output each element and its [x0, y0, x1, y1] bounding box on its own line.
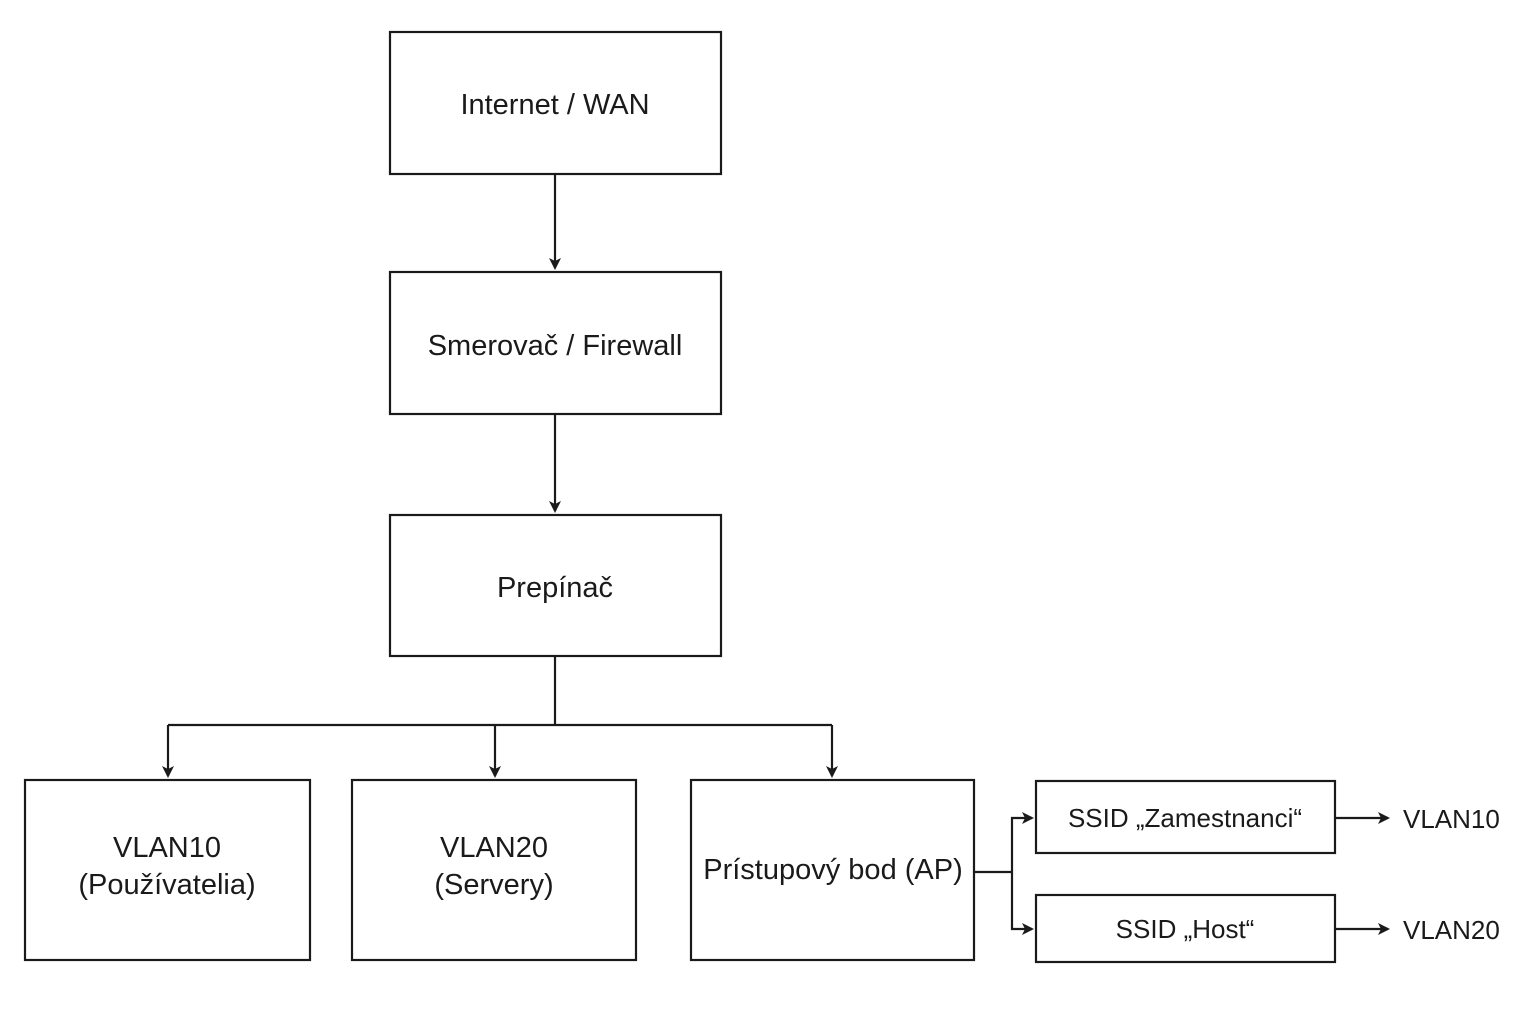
target-staff-vlan-label: VLAN10 — [1403, 804, 1500, 834]
node-router: Smerovač / Firewall — [388, 270, 723, 416]
node-vlan10: VLAN10 (Používatelia) — [23, 778, 312, 962]
edge-ap-to-ssid-guest — [1010, 872, 1034, 935]
edges — [162, 174, 1390, 935]
node-router-label: Smerovač / Firewall — [428, 330, 683, 362]
node-internet: Internet / WAN — [388, 30, 723, 176]
node-ssid-guest: SSID „Host“ — [1034, 893, 1337, 964]
node-vlan20: VLAN20 (Servery) — [350, 778, 638, 962]
node-ssid-guest-label: SSID „Host“ — [1116, 914, 1255, 944]
node-vlan10-line1: VLAN10 — [113, 832, 221, 864]
node-switch-label: Prepínač — [497, 572, 613, 604]
target-guest-vlan-label: VLAN20 — [1403, 915, 1500, 945]
node-access-point-label: Prístupový bod (AP) — [703, 854, 963, 886]
node-ssid-staff-label: SSID „Zamestnanci“ — [1068, 803, 1302, 833]
node-vlan20-line2: (Servery) — [434, 869, 553, 901]
node-switch: Prepínač — [388, 513, 723, 658]
node-vlan20-line1: VLAN20 — [440, 832, 548, 864]
node-access-point: Prístupový bod (AP) — [689, 778, 976, 962]
edge-ap-to-ssid-staff — [1010, 812, 1034, 872]
node-vlan10-line2: (Používatelia) — [78, 869, 255, 901]
node-ssid-staff: SSID „Zamestnanci“ — [1034, 779, 1337, 855]
node-internet-label: Internet / WAN — [460, 89, 649, 121]
